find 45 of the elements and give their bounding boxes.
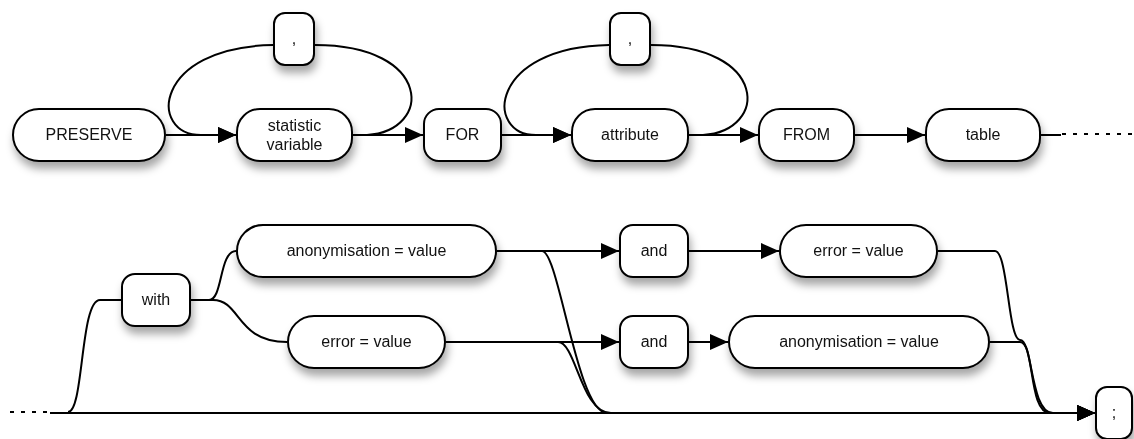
node-label: ; bbox=[1111, 403, 1117, 423]
arrow bbox=[503, 44, 610, 143]
syntax-box bbox=[619, 224, 689, 278]
syntax-box bbox=[779, 224, 938, 278]
node-label: and bbox=[640, 241, 668, 261]
arrow bbox=[688, 334, 729, 350]
node-label: anonymisation = value bbox=[779, 332, 939, 352]
connector-line bbox=[1040, 134, 1062, 136]
syntax-box bbox=[925, 108, 1041, 162]
syntax-box bbox=[728, 315, 990, 369]
arrow bbox=[989, 341, 1096, 421]
connector-line bbox=[67, 299, 122, 413]
node-label: and bbox=[640, 332, 668, 352]
node-label: , bbox=[627, 29, 633, 49]
arrow bbox=[854, 127, 926, 143]
node-label: PRESERVE bbox=[45, 125, 133, 145]
syntax-box bbox=[236, 108, 353, 162]
syntax-box bbox=[287, 315, 446, 369]
syntax-box bbox=[758, 108, 855, 162]
node-label: FOR bbox=[445, 125, 480, 145]
arrow bbox=[688, 243, 780, 259]
node-label: error = value bbox=[321, 332, 412, 352]
syntax-box bbox=[1095, 386, 1133, 439]
node-label: FROM bbox=[782, 125, 831, 145]
node-label: with bbox=[141, 290, 171, 310]
syntax-box bbox=[121, 273, 191, 327]
syntax-box bbox=[12, 108, 166, 162]
syntax-box bbox=[619, 315, 689, 369]
syntax-box bbox=[423, 108, 502, 162]
node-label: statistic variable bbox=[265, 115, 324, 155]
node-label: error = value bbox=[813, 241, 904, 261]
connector-line bbox=[190, 299, 288, 343]
syntax-box bbox=[273, 12, 315, 66]
connector-line bbox=[314, 44, 413, 136]
node-label: table bbox=[965, 125, 1001, 145]
node-label: attribute bbox=[601, 125, 659, 145]
arrow bbox=[688, 127, 759, 143]
arrow bbox=[352, 127, 424, 143]
node-label: anonymisation = value bbox=[286, 241, 447, 261]
syntax-box bbox=[236, 224, 497, 278]
connector-line bbox=[650, 44, 749, 136]
arrow bbox=[168, 44, 274, 143]
syntax-box bbox=[571, 108, 689, 162]
node-label: , bbox=[291, 29, 297, 49]
syntax-box bbox=[609, 12, 651, 66]
